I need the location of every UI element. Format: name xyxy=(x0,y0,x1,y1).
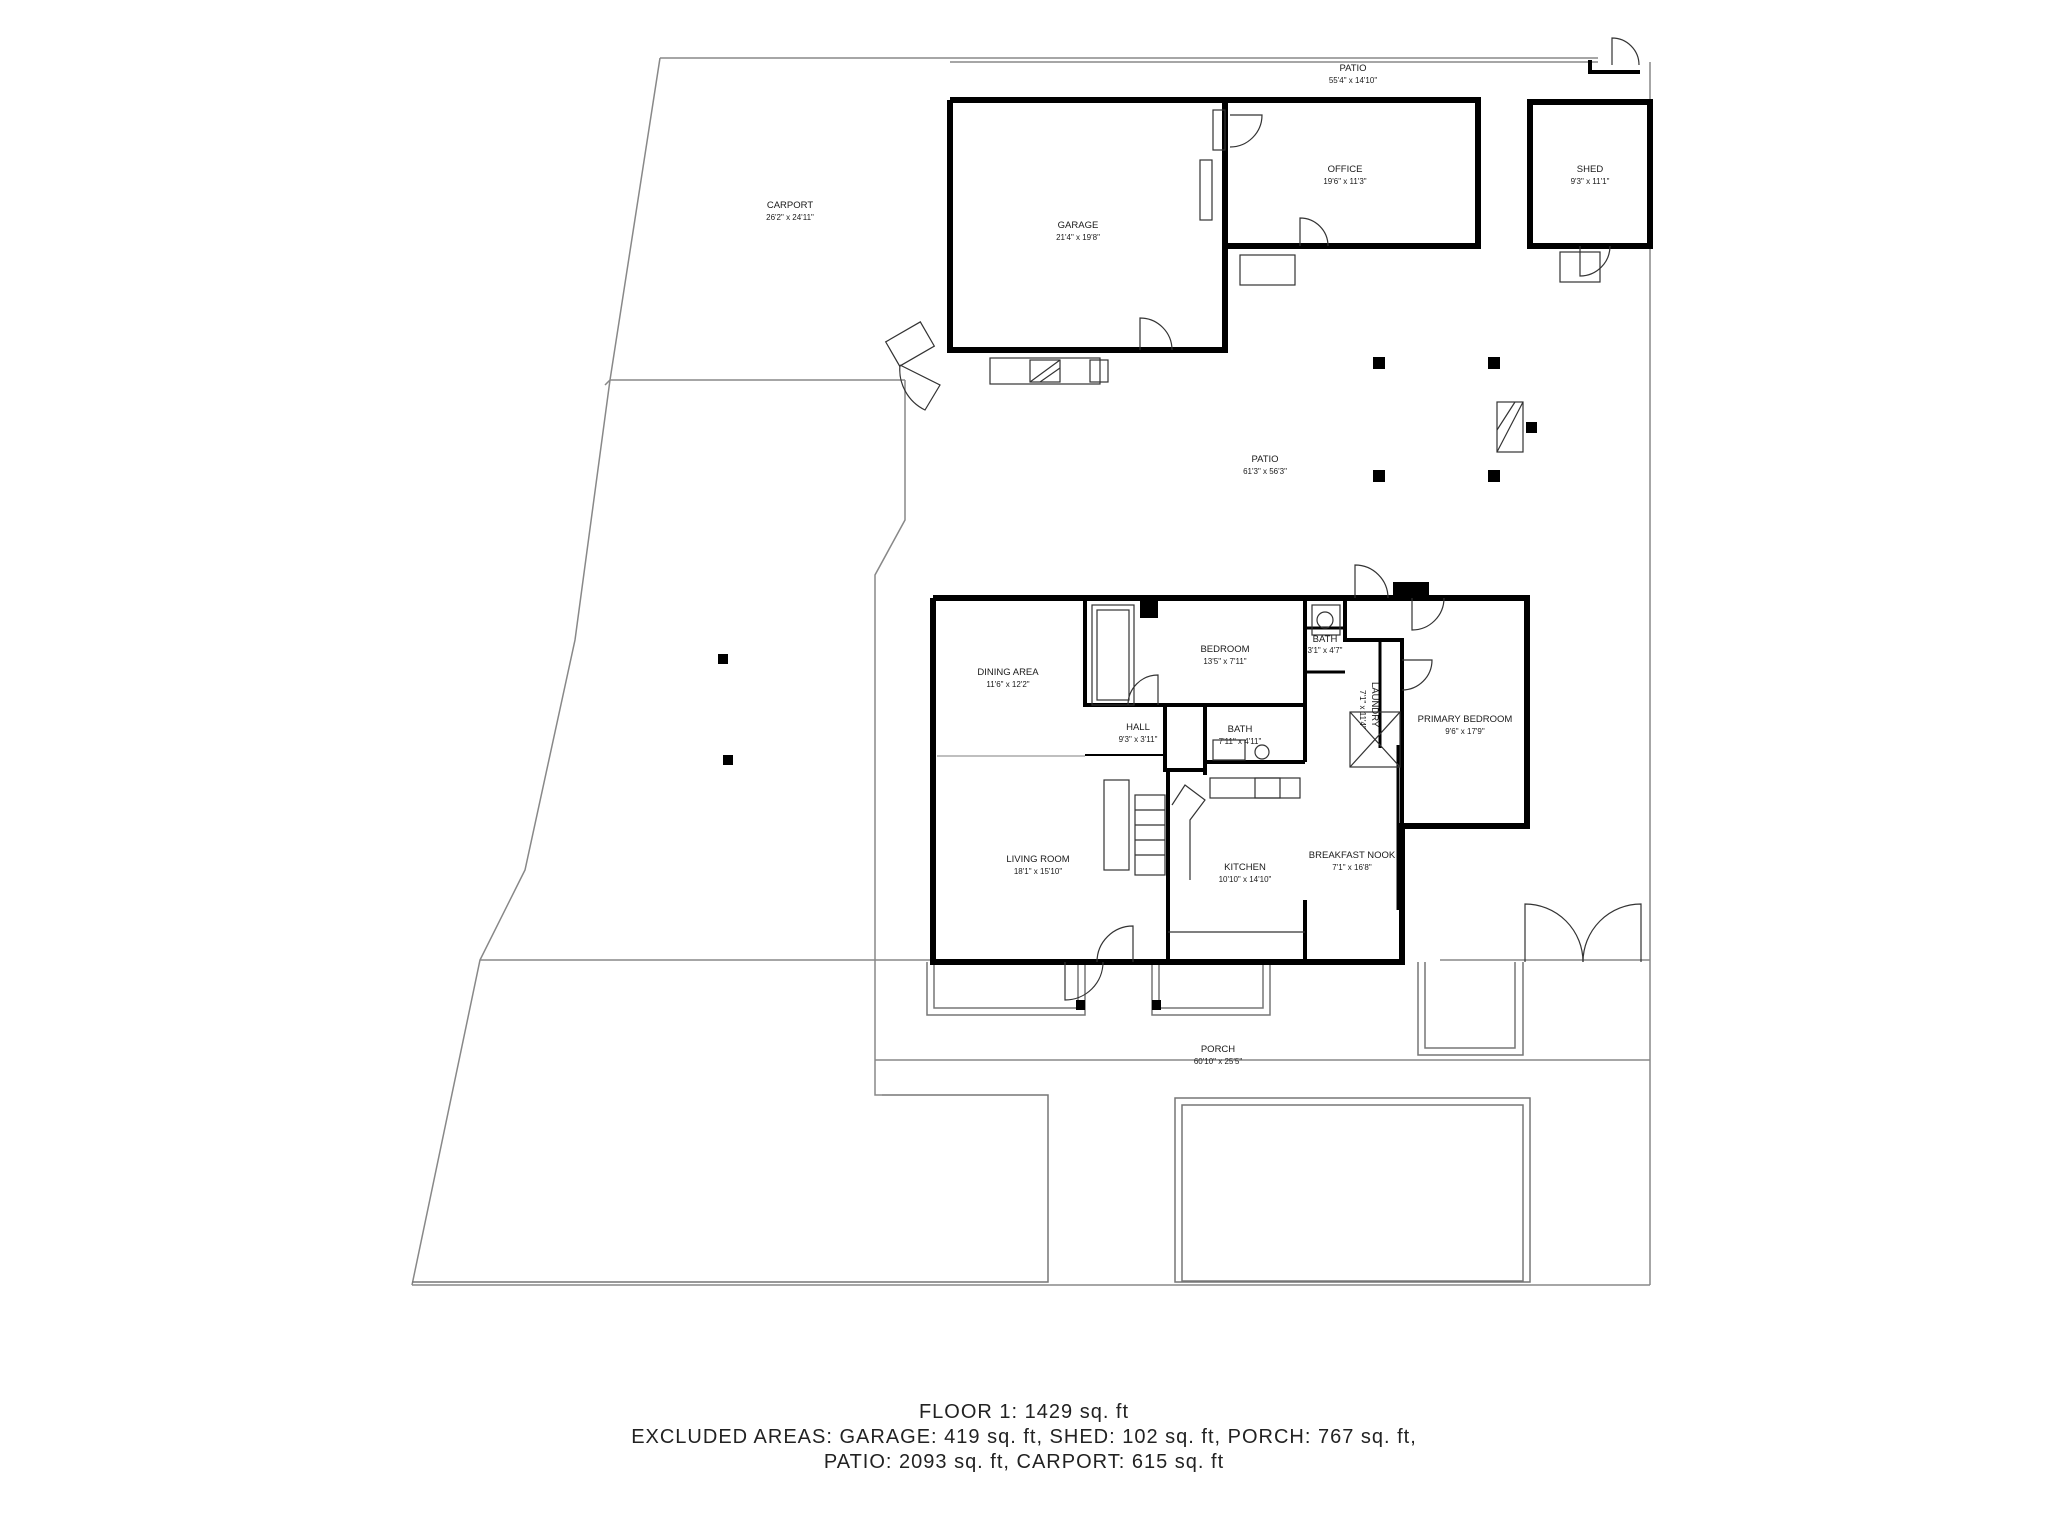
dims-porch: 60'10" x 25'5" xyxy=(1194,1057,1242,1066)
label-living: LIVING ROOM xyxy=(1006,854,1069,865)
summary-excluded-cont: PATIO: 2093 sq. ft, CARPORT: 615 sq. ft xyxy=(823,1451,1225,1473)
label-hall: HALL xyxy=(1126,722,1150,733)
label-patio-main: PATIO xyxy=(1251,454,1278,465)
walls xyxy=(930,60,1653,965)
doors xyxy=(884,37,1642,1001)
details xyxy=(937,109,1601,933)
dims-nook: 7'1" x 16'8" xyxy=(1332,863,1372,872)
posts xyxy=(718,357,1537,1010)
dims-bedroom: 13'5" x 7'11" xyxy=(1203,657,1246,666)
dims-patio-top: 55'4" x 14'10" xyxy=(1329,76,1377,85)
dims-garage: 21'4" x 19'8" xyxy=(1056,233,1100,242)
label-patio-top: PATIO xyxy=(1339,63,1366,74)
summary-floor: FLOOR 1: 1429 sq. ft xyxy=(918,1401,1130,1423)
room-labels: PATIO 55'4" x 14'10" CARPORT 26'2" x 24'… xyxy=(766,63,1609,1066)
dims-hall: 9'3" x 3'11" xyxy=(1119,735,1158,744)
dims-shed: 9'3" x 11'1" xyxy=(1571,177,1610,186)
label-carport: CARPORT xyxy=(767,200,813,211)
porch-outlines xyxy=(412,962,1531,1283)
dims-carport: 26'2" x 24'11" xyxy=(766,213,814,222)
label-dining: DINING AREA xyxy=(977,667,1039,678)
label-laundry: LAUNDRY xyxy=(1369,682,1380,728)
dims-laundry: 7'1" x 11'4" xyxy=(1358,690,1367,729)
dims-patio-main: 61'3" x 56'3" xyxy=(1243,467,1287,476)
label-primary: PRIMARY BEDROOM xyxy=(1418,714,1513,725)
summary-excluded: EXCLUDED AREAS: GARAGE: 419 sq. ft, SHED… xyxy=(631,1426,1417,1448)
label-office: OFFICE xyxy=(1328,164,1363,175)
label-bedroom: BEDROOM xyxy=(1200,644,1249,655)
dims-kitchen: 10'10" x 14'10" xyxy=(1219,875,1272,884)
dims-bath: 7'11" x 4'11" xyxy=(1219,737,1262,746)
label-garage: GARAGE xyxy=(1058,220,1099,231)
dims-bath-small: 3'1" x 4'7" xyxy=(1308,646,1343,655)
dims-primary: 9'6" x 17'9" xyxy=(1445,727,1485,736)
dims-office: 19'6" x 11'3" xyxy=(1323,177,1366,186)
dims-living: 18'1" x 15'10" xyxy=(1014,867,1062,876)
dims-dining: 11'6" x 12'2" xyxy=(986,680,1029,689)
label-bath-small: BATH xyxy=(1313,634,1338,645)
area-summary: FLOOR 1: 1429 sq. ft EXCLUDED AREAS: GAR… xyxy=(0,1400,2048,1475)
label-bath: BATH xyxy=(1228,724,1253,735)
exterior-outlines xyxy=(411,57,1651,1286)
label-shed: SHED xyxy=(1577,164,1604,175)
label-kitchen: KITCHEN xyxy=(1224,862,1266,873)
label-porch: PORCH xyxy=(1201,1044,1235,1055)
label-nook: BREAKFAST NOOK xyxy=(1309,850,1396,861)
